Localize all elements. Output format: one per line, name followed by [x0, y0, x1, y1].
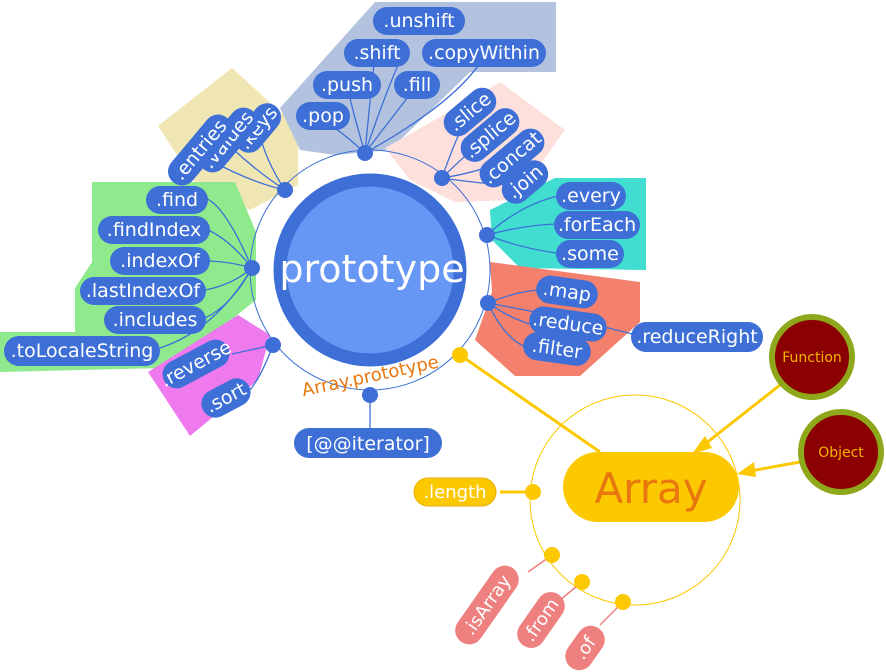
- svg-text:.fill: .fill: [403, 74, 432, 96]
- method-filter[interactable]: .filter: [521, 330, 592, 367]
- method-push[interactable]: .push: [313, 71, 381, 99]
- yellow-dots: [452, 347, 631, 610]
- method-unshift[interactable]: .unshift: [373, 7, 465, 35]
- svg-text:.find: .find: [156, 189, 198, 211]
- method-fill[interactable]: .fill: [394, 71, 440, 99]
- method-find[interactable]: .find: [146, 186, 208, 214]
- method-some[interactable]: .some: [556, 240, 624, 268]
- object-node[interactable]: Object: [798, 409, 884, 495]
- svg-text:.unshift: .unshift: [383, 10, 454, 32]
- svg-text:.some: .some: [561, 243, 619, 265]
- array-label: Array: [594, 464, 707, 513]
- method-every[interactable]: .every: [556, 182, 626, 210]
- order-region: [148, 315, 270, 436]
- svg-text:.length: .length: [423, 482, 486, 503]
- svg-text:.push: .push: [321, 74, 373, 96]
- prototype-label: prototype: [279, 247, 464, 291]
- method-lastindexof[interactable]: .lastIndexOf: [80, 277, 206, 305]
- arrow-head-object: [737, 462, 756, 477]
- method-tolocalestring[interactable]: .toLocaleString: [4, 336, 160, 366]
- method-copywithin[interactable]: .copyWithin: [422, 39, 546, 67]
- svg-text:[@@iterator]: [@@iterator]: [306, 433, 430, 455]
- svg-text:.toLocaleString: .toLocaleString: [11, 340, 154, 362]
- static-of[interactable]: .of: [560, 620, 610, 672]
- function-node[interactable]: Function: [769, 314, 855, 400]
- method-includes[interactable]: .includes: [104, 306, 206, 334]
- svg-text:.shift: .shift: [353, 42, 400, 64]
- svg-text:.copyWithin: .copyWithin: [428, 42, 540, 64]
- static-from[interactable]: .from: [512, 587, 570, 654]
- svg-text:Function: Function: [782, 350, 842, 366]
- svg-text:.indexOf: .indexOf: [120, 250, 201, 272]
- method-shift[interactable]: .shift: [344, 39, 410, 67]
- svg-text:.forEach: .forEach: [558, 214, 636, 236]
- method-map[interactable]: .map: [534, 274, 599, 310]
- svg-text:.includes: .includes: [113, 309, 198, 331]
- method-indexof[interactable]: .indexOf: [110, 247, 210, 275]
- method-reduceright[interactable]: .reduceRight: [631, 322, 763, 352]
- svg-text:Object: Object: [818, 445, 864, 461]
- prototype-node[interactable]: [273, 173, 467, 367]
- svg-text:.lastIndexOf: .lastIndexOf: [86, 280, 202, 302]
- method-pop[interactable]: .pop: [296, 102, 350, 130]
- svg-text:.every: .every: [561, 185, 621, 207]
- svg-text:.reduceRight: .reduceRight: [636, 326, 757, 348]
- method-foreach[interactable]: .forEach: [554, 211, 640, 239]
- method-reduce[interactable]: .reduce: [527, 305, 608, 344]
- length-property[interactable]: .length: [413, 477, 497, 507]
- svg-text:.pop: .pop: [302, 105, 344, 127]
- method-sort[interactable]: .sort: [196, 373, 255, 422]
- arrow-head-function: [692, 436, 712, 454]
- array-orbit: [529, 394, 741, 606]
- svg-text:.findIndex: .findIndex: [107, 219, 201, 241]
- method-iterator-symbol[interactable]: [@@iterator]: [294, 428, 442, 458]
- method-findindex[interactable]: .findIndex: [98, 216, 210, 244]
- array-node[interactable]: [563, 452, 739, 522]
- junction-dots: [244, 145, 496, 403]
- static-isarray[interactable]: .isArray: [450, 560, 525, 650]
